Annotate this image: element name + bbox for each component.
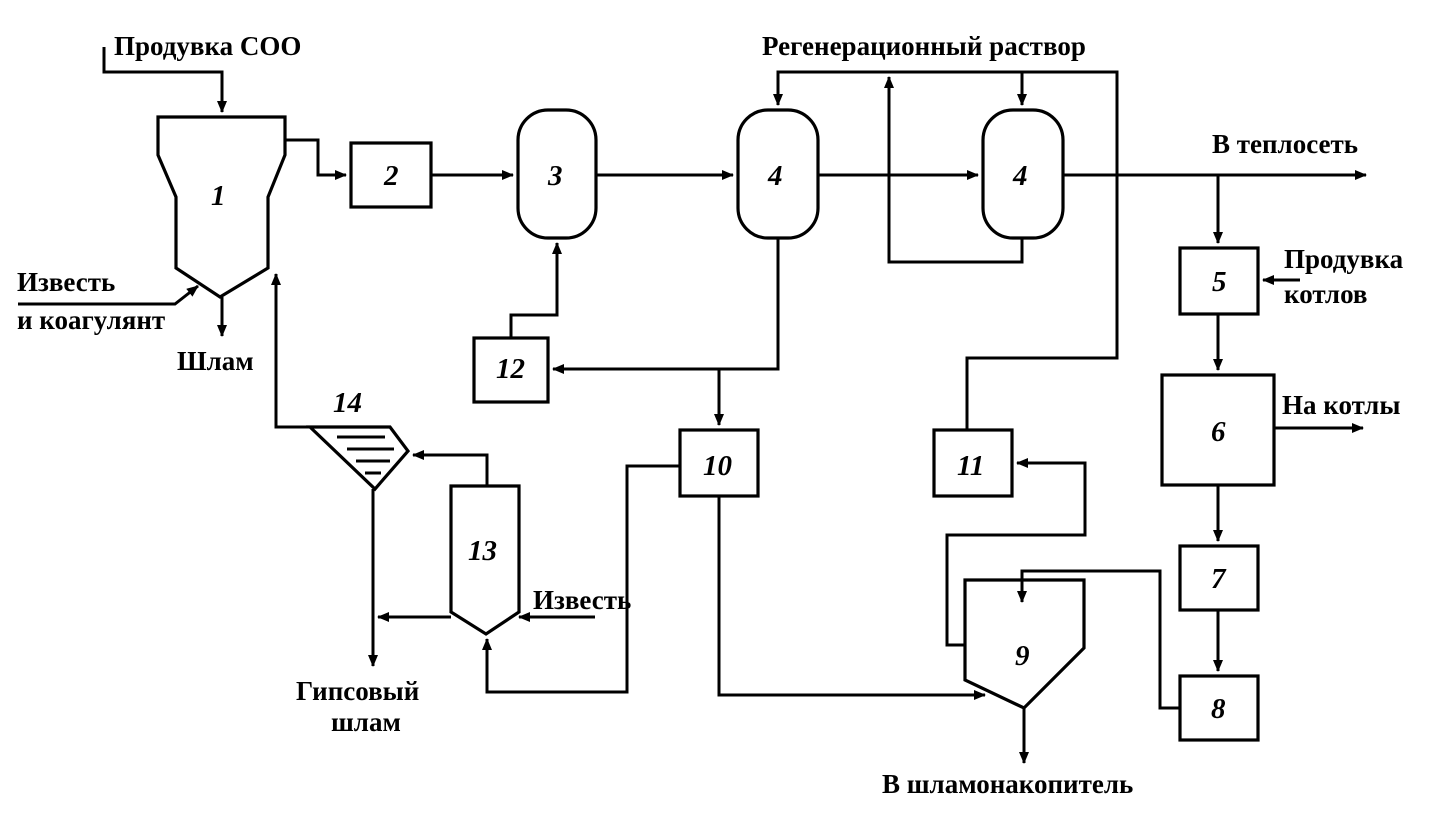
- unit-number-14: 14: [333, 387, 362, 419]
- label-lime-coag-line1: Известь: [17, 267, 115, 297]
- label-boiler-purge-line2: котлов: [1284, 279, 1368, 309]
- label-sludge: Шлам: [177, 346, 254, 376]
- tank-11: [932, 428, 1014, 498]
- unit-number-4a: 4: [767, 160, 783, 192]
- unit-number-3: 3: [547, 160, 563, 192]
- unit-number-9: 9: [1015, 640, 1030, 672]
- unit-number-7: 7: [1211, 563, 1227, 595]
- label-regen-solution: Регенерационный раствор: [762, 31, 1086, 61]
- unit-number-1: 1: [211, 180, 226, 212]
- settler-9: [963, 578, 1086, 710]
- unit-number-5: 5: [1212, 266, 1227, 298]
- label-to-sludge-storage: В шламонакопитель: [882, 769, 1133, 799]
- unit-number-10: 10: [703, 450, 732, 482]
- tank-10: [678, 428, 760, 498]
- label-gypsum-line2: шлам: [331, 707, 401, 737]
- clarifier-1: [156, 115, 287, 299]
- unit-number-13: 13: [468, 535, 497, 567]
- label-to-boilers: На котлы: [1282, 390, 1400, 420]
- unit-number-12: 12: [496, 353, 525, 385]
- label-to-heating: В теплосеть: [1212, 129, 1358, 159]
- unit-number-4b: 4: [1012, 160, 1028, 192]
- label-gypsum-line1: Гипсовый: [296, 676, 419, 706]
- tank-12: [472, 336, 550, 404]
- flow-lines: [18, 47, 1367, 764]
- unit-number-11: 11: [957, 450, 984, 482]
- label-lime-coag-line2: и коагулянт: [17, 305, 165, 335]
- filter-14: [306, 425, 411, 492]
- unit-number-8: 8: [1211, 693, 1226, 725]
- label-lime: Известь: [533, 585, 631, 615]
- reactor-13: [449, 484, 521, 636]
- label-boiler-purge-line1: Продувка: [1284, 244, 1404, 274]
- label-purge-coo: Продувка СОО: [114, 31, 301, 61]
- unit-number-2: 2: [383, 160, 399, 192]
- unit-number-6: 6: [1211, 416, 1226, 448]
- unit-8: [1178, 674, 1260, 742]
